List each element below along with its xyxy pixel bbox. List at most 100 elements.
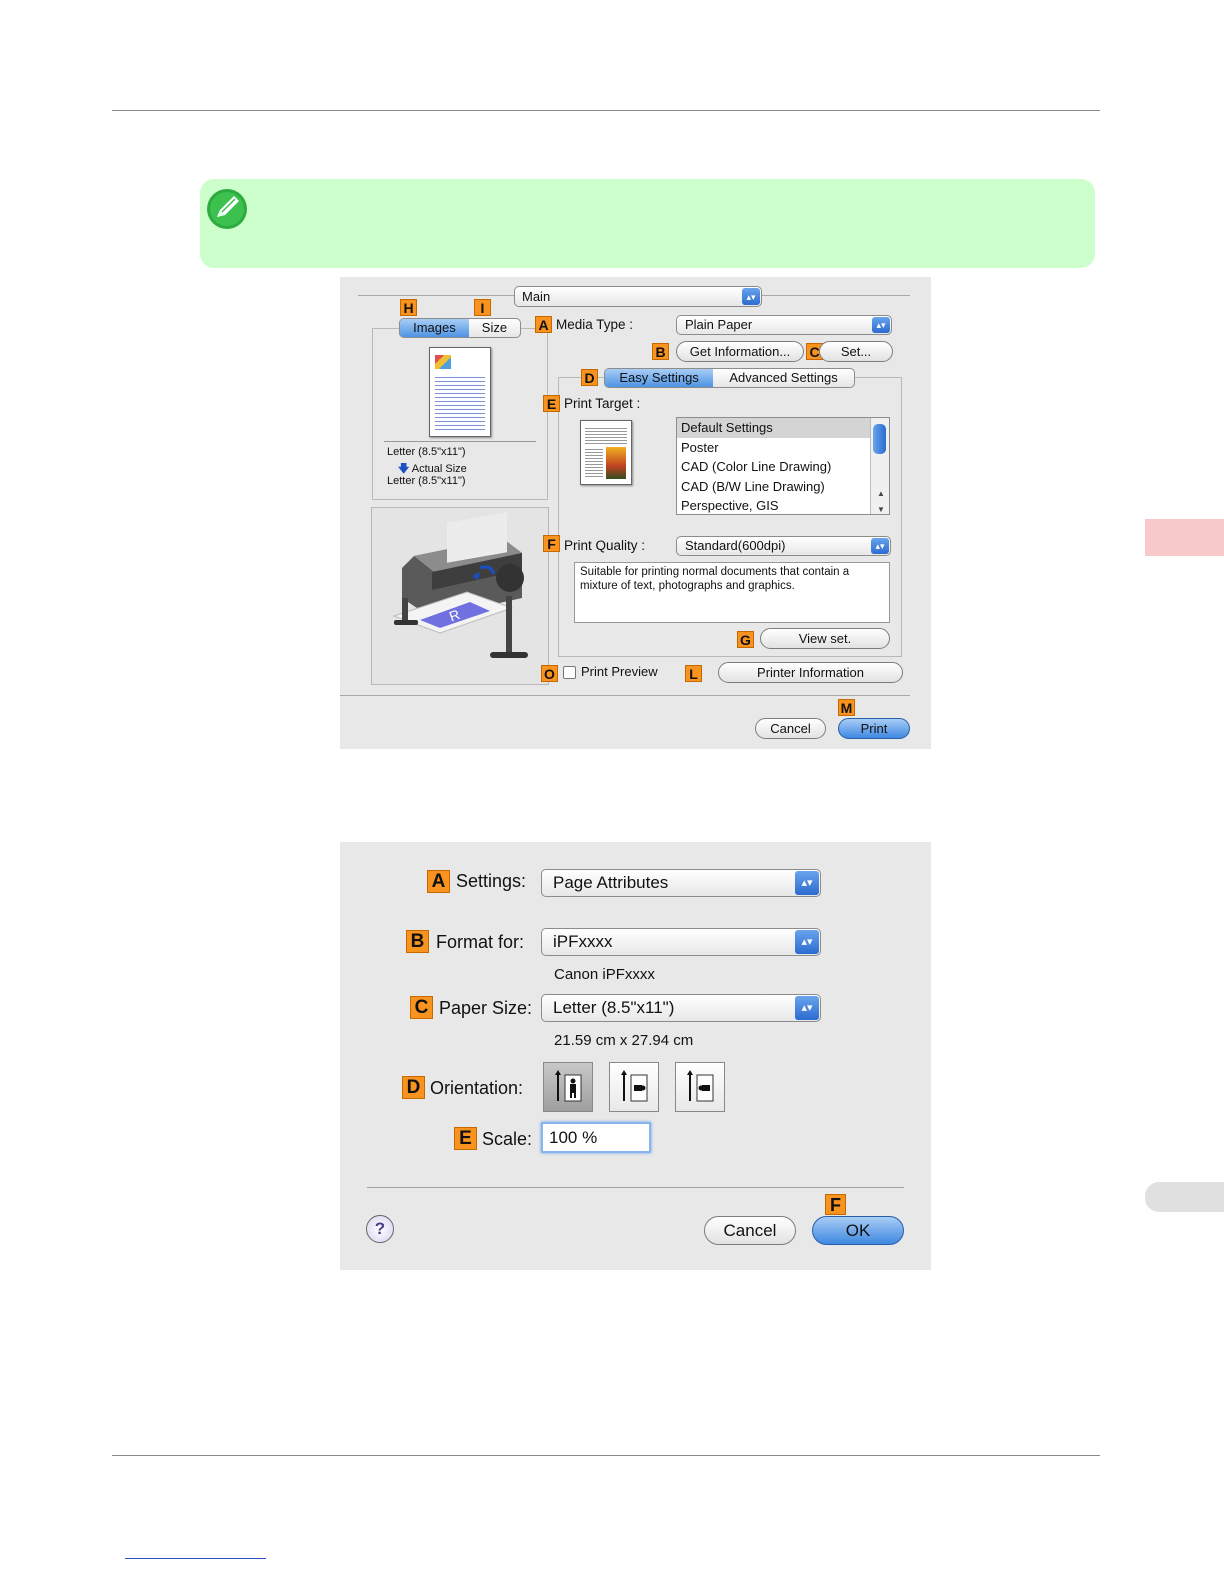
separator	[340, 695, 910, 696]
print-quality-value: Standard(600dpi)	[685, 538, 786, 553]
view-set-button[interactable]: View set.	[760, 628, 890, 649]
preview-scale-text: Actual Size	[411, 463, 467, 475]
orientation-landscape-button[interactable]	[609, 1062, 659, 1112]
chapter-tab	[1145, 519, 1224, 556]
paper-size-dimensions: 21.59 cm x 27.94 cm	[554, 1032, 694, 1049]
media-type-label: Media Type :	[556, 317, 634, 332]
page-thumbnail	[429, 347, 491, 437]
callout-O: O	[541, 665, 558, 682]
list-item[interactable]: CAD (B/W Line Drawing)	[681, 478, 825, 494]
popup-arrows-icon: ▴▾	[795, 871, 819, 895]
print-dialog-screenshot: Main ▴▾ H I Images Size Letter (8.5"x11"…	[340, 277, 931, 749]
preview-size-bottom: Letter (8.5"x11")	[387, 475, 466, 487]
scroll-down-icon[interactable]: ▼	[877, 505, 885, 514]
scroll-thumb[interactable]	[873, 424, 886, 454]
popup-arrows-icon: ▴▾	[795, 996, 819, 1020]
preview-scale: 🡇 Actual Size	[398, 460, 467, 479]
orientation-reverse-landscape-button[interactable]	[675, 1062, 725, 1112]
callout-B: B	[652, 343, 669, 360]
scale-input[interactable]	[541, 1122, 651, 1153]
list-item[interactable]: CAD (Color Line Drawing)	[681, 459, 832, 474]
callout-E: E	[454, 1127, 477, 1150]
tab-images[interactable]: Images	[400, 319, 469, 337]
footer-link-underline	[125, 1558, 266, 1559]
thumbnail-image	[435, 355, 451, 369]
paper-size-popup[interactable]: Letter (8.5"x11") ▴▾	[541, 994, 821, 1022]
list-item[interactable]: Perspective, GIS	[681, 498, 779, 513]
note-box	[200, 179, 1095, 268]
page-tab	[1145, 1182, 1224, 1212]
format-for-value: iPFxxxx	[553, 932, 613, 951]
portrait-icon	[555, 1070, 582, 1102]
cancel-button[interactable]: Cancel	[755, 718, 826, 739]
callout-F: F	[825, 1194, 846, 1215]
preview-tabs: Images Size	[399, 318, 521, 338]
help-icon[interactable]: ?	[366, 1215, 394, 1243]
ok-button[interactable]: OK	[812, 1216, 904, 1245]
thumbnail-photo	[606, 447, 626, 479]
callout-F: F	[543, 535, 560, 552]
print-quality-popup[interactable]: Standard(600dpi) ▴▾	[676, 536, 891, 556]
format-for-label: Format for:	[436, 932, 525, 952]
print-preview-checkbox[interactable]	[563, 666, 576, 679]
separator	[384, 441, 536, 442]
reverse-landscape-icon	[687, 1070, 714, 1102]
preview-size-top: Letter (8.5"x11")	[387, 446, 466, 458]
set-button[interactable]: Set...	[819, 341, 893, 362]
callout-C: C	[806, 343, 823, 360]
orientation-label: Orientation:	[430, 1078, 524, 1098]
thumbnail-text-lines	[585, 426, 627, 444]
list-item[interactable]: Poster	[681, 439, 719, 455]
popup-arrows-icon: ▴▾	[872, 317, 890, 333]
scale-label: Scale:	[482, 1129, 533, 1149]
top-rule	[112, 110, 1100, 111]
arrow-down-icon: 🡇	[398, 463, 410, 475]
panel-popup-value: Main	[522, 289, 551, 304]
media-type-value: Plain Paper	[685, 317, 753, 332]
bottom-rule	[112, 1455, 1100, 1456]
settings-value: Page Attributes	[553, 873, 669, 892]
print-button[interactable]: Print	[838, 718, 910, 739]
tab-advanced-settings[interactable]: Advanced Settings	[729, 370, 838, 385]
tab-easy-settings[interactable]: Easy Settings	[605, 369, 714, 387]
list-item[interactable]: Default Settings	[677, 418, 889, 438]
print-target-thumbnail	[580, 420, 632, 485]
callout-I: I	[474, 299, 491, 316]
print-target-label: Print Target :	[564, 396, 641, 411]
callout-D: D	[581, 369, 598, 386]
settings-label: Settings:	[456, 871, 527, 891]
callout-G: G	[737, 631, 754, 648]
print-preview-label: Print Preview	[581, 664, 658, 679]
thumbnail-text-lines	[585, 447, 603, 479]
settings-tabs: Easy Settings Advanced Settings	[604, 368, 855, 388]
thumbnail-text-lines	[435, 374, 485, 430]
printer-illustration-box: R	[371, 507, 549, 685]
format-for-printer-name: Canon iPFxxxx	[554, 966, 655, 983]
popup-arrows-icon: ▴▾	[795, 930, 819, 954]
panel-popup[interactable]: Main ▴▾	[514, 286, 762, 307]
callout-A: A	[427, 870, 450, 893]
get-information-button[interactable]: Get Information...	[676, 341, 804, 362]
callout-B: B	[406, 930, 429, 953]
scroll-up-icon[interactable]: ▲	[877, 489, 885, 498]
printer-illustration: R	[392, 512, 528, 658]
print-target-list[interactable]: Default Settings Poster CAD (Color Line …	[676, 417, 890, 515]
landscape-icon	[621, 1070, 648, 1102]
popup-arrows-icon: ▴▾	[871, 538, 889, 554]
page-setup-screenshot: A Settings: Page Attributes ▴▾ B Format …	[340, 842, 931, 1270]
quality-description: Suitable for printing normal documents t…	[574, 562, 890, 623]
orientation-portrait-button[interactable]	[543, 1062, 593, 1112]
format-for-popup[interactable]: iPFxxxx ▴▾	[541, 928, 821, 956]
callout-A: A	[535, 316, 552, 333]
callout-C: C	[410, 996, 433, 1019]
callout-E: E	[543, 395, 560, 412]
cancel-button[interactable]: Cancel	[704, 1216, 796, 1245]
printer-information-button[interactable]: Printer Information	[718, 662, 903, 683]
settings-popup[interactable]: Page Attributes ▴▾	[541, 869, 821, 897]
media-type-popup[interactable]: Plain Paper ▴▾	[676, 315, 892, 335]
list-scrollbar[interactable]: ▲ ▼	[870, 418, 889, 514]
print-quality-label: Print Quality :	[564, 538, 646, 553]
paper-size-label: Paper Size:	[439, 998, 533, 1018]
tab-size[interactable]: Size	[481, 320, 508, 335]
popup-arrows-icon: ▴▾	[742, 288, 760, 305]
